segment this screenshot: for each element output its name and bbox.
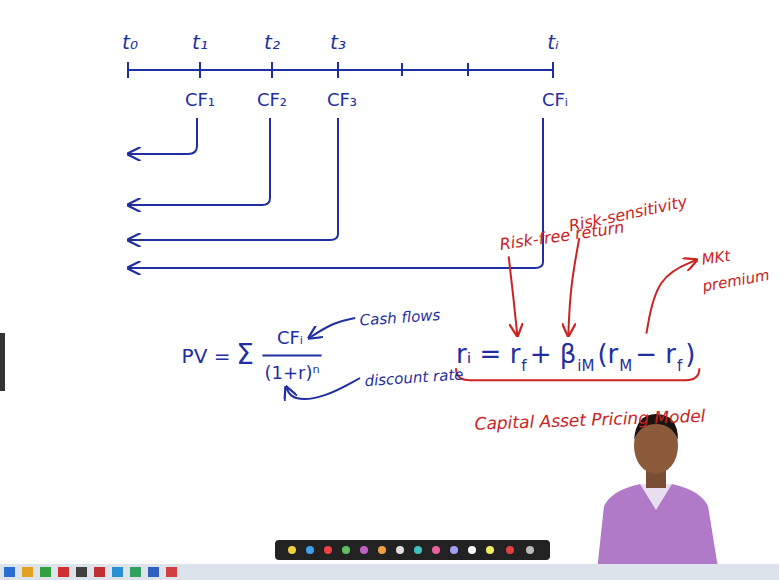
note-text: MKt [701,248,732,268]
capm-formula: + β [530,340,577,369]
tick [552,62,554,78]
leader-arrow [568,238,579,336]
capm-formula: (r [597,340,618,369]
note-text: discount rate [364,366,464,389]
time-label: t₂ [264,31,280,53]
discount-arrow [128,118,197,154]
leader-arrow [309,318,355,338]
capm-formula: − r [635,340,676,369]
cash-flow-label: CFᵢ [542,90,568,110]
edge-bar [0,333,5,391]
timeline [128,62,553,78]
discount-arrow [128,118,270,205]
fraction-bar [262,355,321,357]
cash-flow-label: CF₃ [327,90,357,110]
tick [271,62,273,78]
note-text: Cash flows [359,307,441,329]
leader-arrow [509,256,518,335]
capm-formula: M [619,358,632,375]
discount-arrow [128,118,338,240]
formula-text: PV = [182,345,231,367]
tick [337,62,339,78]
formula-text: (1+r)ⁿ [264,363,319,383]
cash-flow-label: CF₂ [257,90,287,110]
note-text: premium [701,267,771,295]
tick [127,62,129,78]
time-label: t₃ [330,31,346,53]
capm-formula: f [677,358,682,375]
time-label: t₁ [192,31,208,53]
cash-flow-label: CF₁ [185,90,215,110]
tick [199,62,201,78]
time-label: tᵢ [547,31,558,53]
tick [401,63,403,76]
time-label: t₀ [122,31,138,53]
formula-symbol: Σ [236,340,254,371]
leader-arrow [646,260,696,334]
pen-toolbar [275,540,550,560]
formula-text: CFᵢ [277,328,303,348]
taskbar [0,564,779,580]
capm-formula: ) [685,340,695,369]
presenter-figure [596,414,720,580]
capm-formula: f [521,358,526,375]
note-text: Risk-sensitivity [567,193,688,235]
tick [467,63,469,76]
discount-arrow [128,118,543,268]
capm-formula: rᵢ = r [456,340,520,369]
capm-formula: iM [577,358,594,375]
time-axis [128,69,553,71]
